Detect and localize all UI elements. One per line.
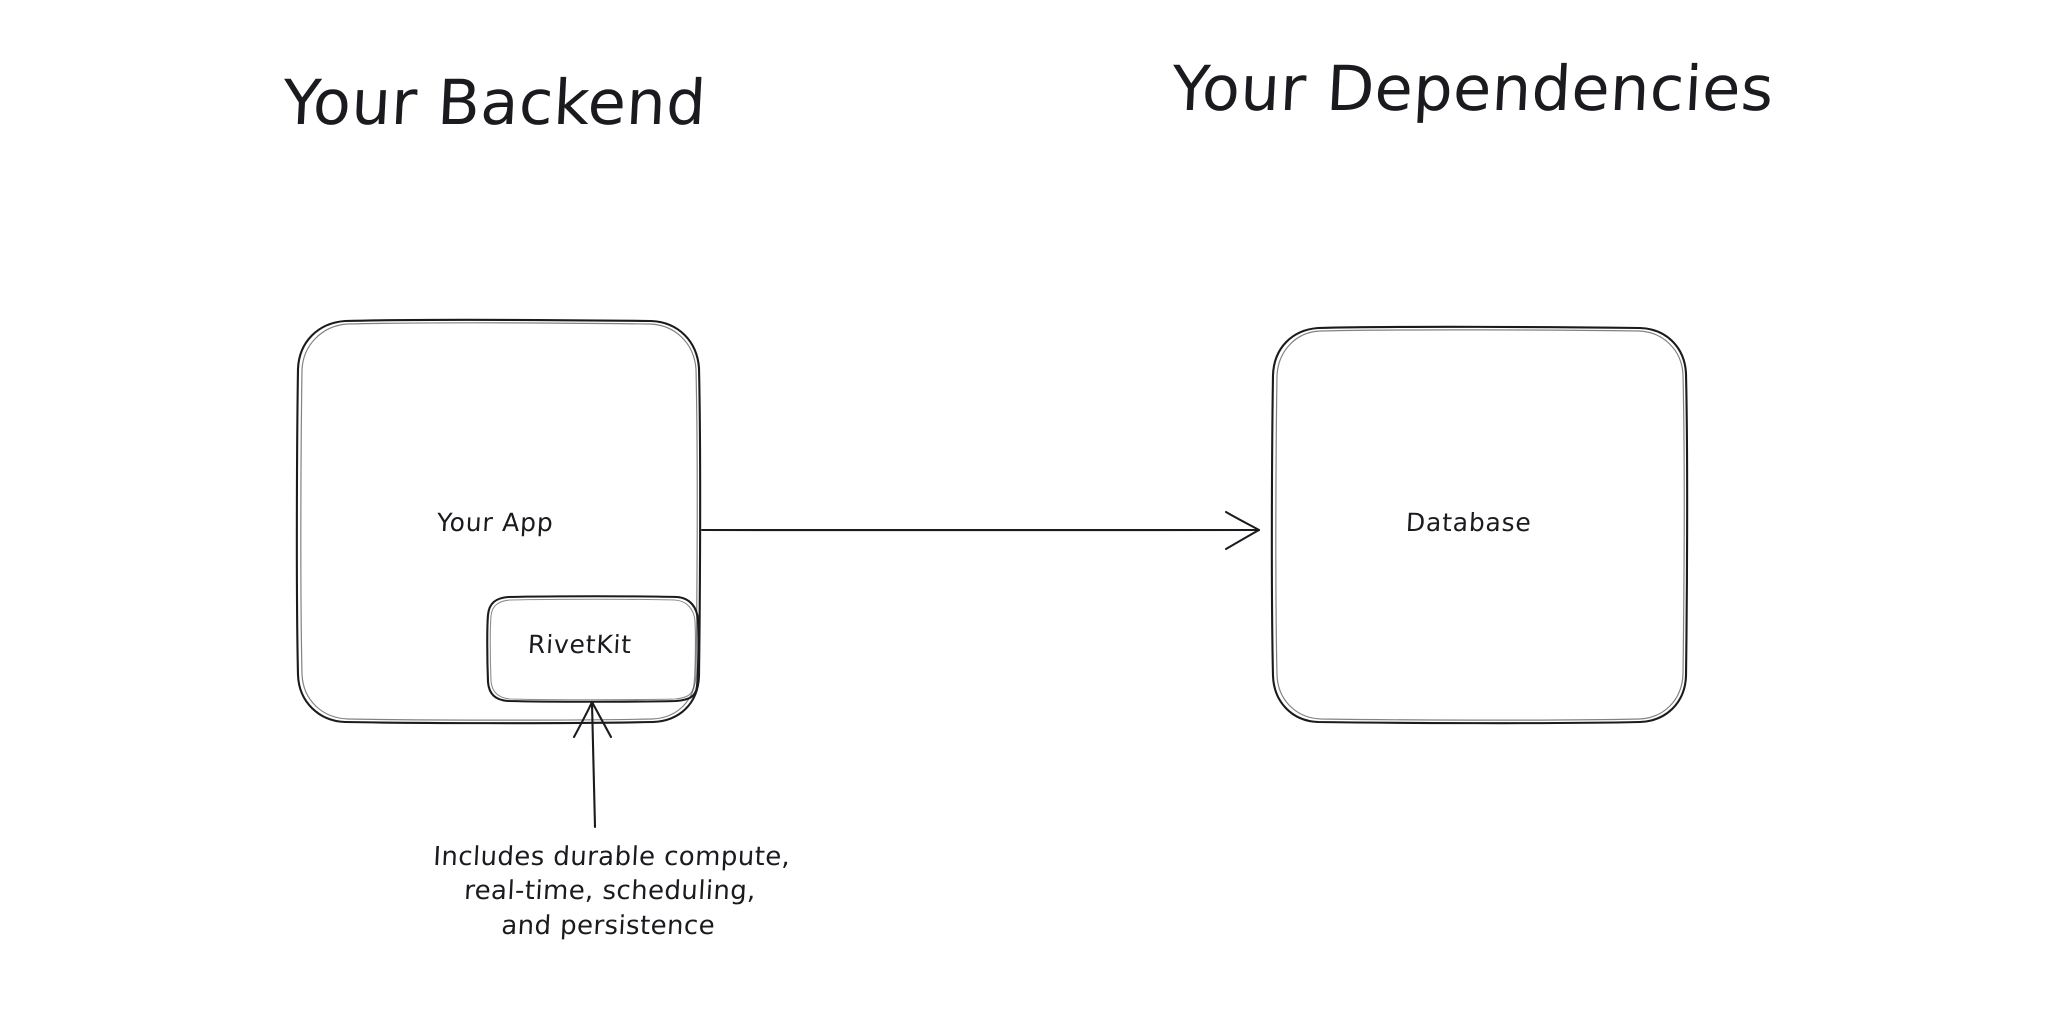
database-box-shape	[1270, 325, 1689, 725]
caption-line: Includes durable compute,	[432, 842, 792, 872]
node-label-database: Database	[1405, 508, 1533, 537]
arrow-caption-to-rivetkit	[572, 700, 613, 829]
arrow-app-to-database	[700, 510, 1261, 551]
node-label-rivetkit: RivetKit	[527, 630, 633, 659]
your-app-box-shape	[295, 318, 702, 725]
caption-line: real-time, scheduling,	[463, 876, 757, 907]
rivetkit-box-shape	[486, 595, 700, 703]
caption-line: and persistence	[500, 910, 716, 941]
caption-text: Includes durable compute, real-time, sch…	[397, 840, 822, 943]
section-title-dependencies: Your Dependencies	[1170, 52, 1776, 125]
section-title-backend: Your Backend	[281, 66, 709, 139]
node-label-your-app: Your App	[436, 508, 555, 537]
